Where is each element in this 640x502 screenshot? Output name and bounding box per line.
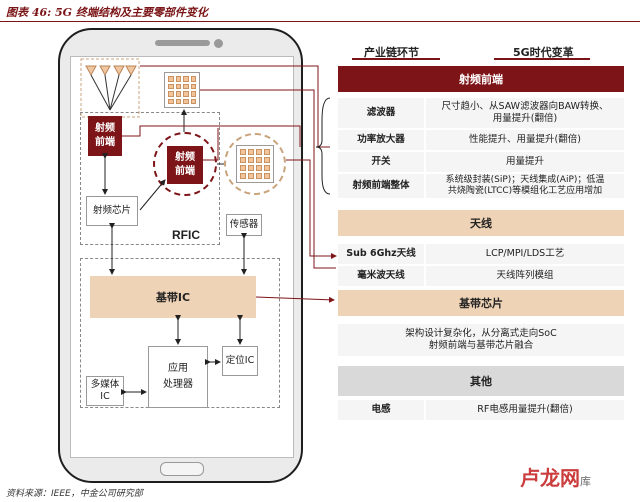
speaker-icon — [155, 40, 210, 46]
cell-rffe-change: 系统级封装(SiP)；天线集成(AiP)；低温 共烧陶瓷(LTCC)等模组化工艺… — [426, 174, 624, 198]
rf-front-end-left: 射频 前端 — [88, 116, 122, 156]
rfic-label: RFIC — [172, 228, 200, 242]
rf-front-end-highlight-icon — [153, 132, 217, 196]
rfic-region — [80, 112, 220, 245]
cell-switch-change: 用量提升 — [426, 152, 624, 172]
title-rule — [0, 21, 640, 22]
cell-inductor-label: 电感 — [338, 400, 424, 420]
band-other: 其他 — [338, 366, 624, 396]
cell-sub6-label: Sub 6Ghz天线 — [338, 244, 424, 264]
figure-title: 图表 46: 5G 终端结构及主要零部件变化 — [6, 6, 208, 19]
column-header-industry: 产业链环节 — [364, 46, 419, 59]
cell-pa-change: 性能提升、用量提升(翻倍) — [426, 130, 624, 150]
antenna-array-icon — [80, 58, 140, 118]
band-antenna: 天线 — [338, 210, 624, 236]
rf-front-end-center: 射频 前端 — [167, 146, 203, 184]
source-note: 资料来源：IEEE，中金公司研究部 — [6, 489, 143, 499]
multimedia-ic: 多媒体 IC — [86, 376, 124, 406]
application-processor: 应用 处理器 — [148, 346, 208, 408]
cell-baseband-change: 架构设计复杂化，从分离式走向SoC 射频前端与基带芯片融合 — [338, 324, 624, 356]
column-header-5g-change: 5G时代变革 — [513, 46, 574, 59]
cell-filter-label: 滤波器 — [338, 98, 424, 128]
positioning-ic: 定位IC — [222, 346, 258, 376]
band-baseband: 基带芯片 — [338, 290, 624, 316]
header-rule-left — [352, 58, 440, 60]
cell-rffe-label: 射频前端整体 — [338, 174, 424, 198]
watermark-sub: 库 — [580, 475, 591, 488]
watermark-text: 卢龙网 — [520, 466, 580, 490]
cell-mmwave-label: 毫米波天线 — [338, 266, 424, 286]
band-rf-front-end: 射频前端 — [338, 66, 624, 92]
cell-switch-label: 开关 — [338, 152, 424, 172]
antenna-module-icon — [164, 72, 200, 108]
baseband-ic: 基带IC — [90, 276, 256, 318]
cell-pa-label: 功率放大器 — [338, 130, 424, 150]
cell-inductor-change: RF电感用量提升(翻倍) — [426, 400, 624, 420]
header-rule-right — [494, 58, 590, 60]
antenna-array-grid-icon — [236, 145, 274, 183]
home-button-icon — [160, 462, 204, 476]
antenna-highlight-icon — [224, 133, 286, 195]
watermark: 卢龙网库 — [520, 462, 591, 491]
rf-chip: 射频芯片 — [86, 196, 138, 226]
camera-icon — [214, 39, 223, 48]
cell-filter-change: 尺寸趋小、从SAW滤波器向BAW转换、 用量提升(翻倍) — [426, 98, 624, 128]
cell-mmwave-change: 天线阵列模组 — [426, 266, 624, 286]
cell-sub6-change: LCP/MPI/LDS工艺 — [426, 244, 624, 264]
